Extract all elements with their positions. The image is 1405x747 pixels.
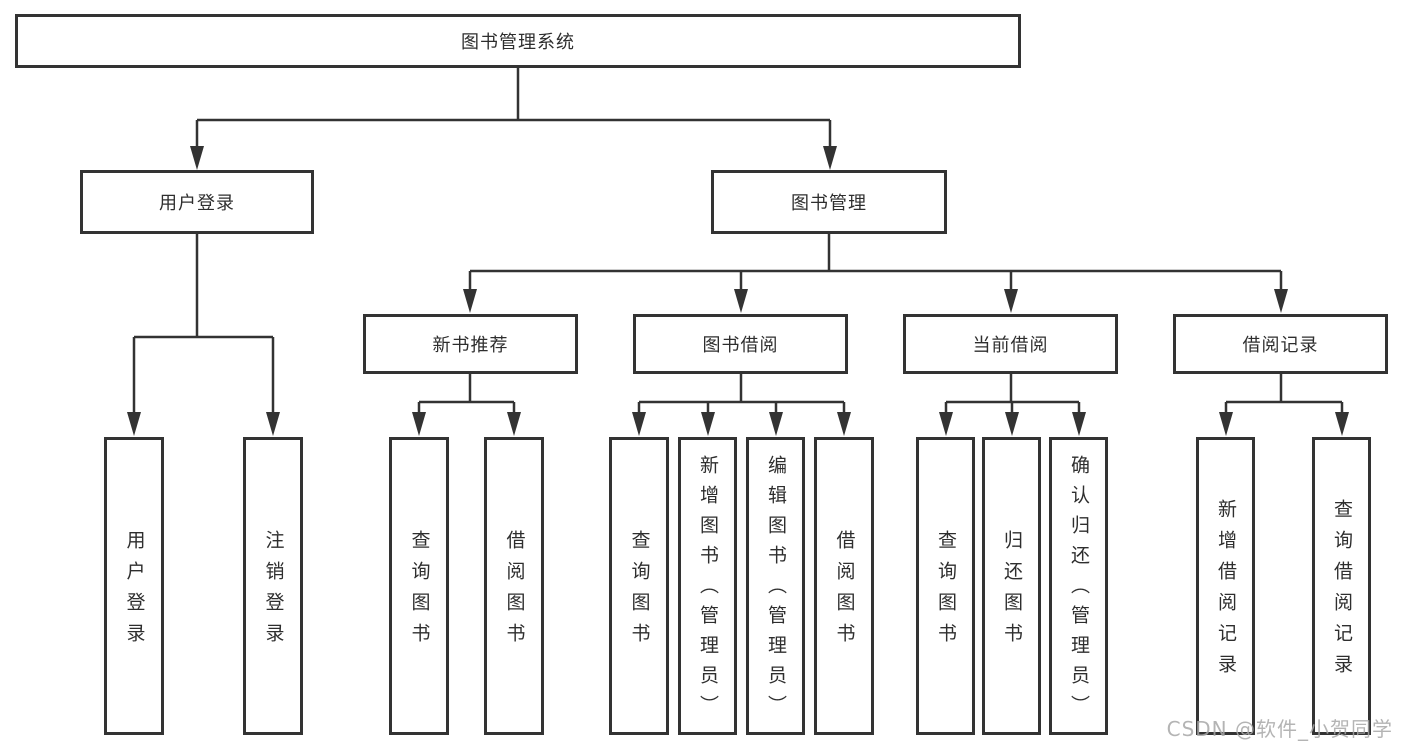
leaf-confirm-return-admin: 确认归还（管理员） <box>1049 437 1108 735</box>
node-label: 图书借阅 <box>702 335 779 356</box>
leaf-borrow-book-recommend: 借阅图书 <box>484 437 544 735</box>
node-label: 查询借阅记录 <box>1331 499 1353 685</box>
leaf-borrow-book: 借阅图书 <box>814 437 874 735</box>
connector-user-login <box>127 234 280 436</box>
node-label: 查询图书 <box>408 530 431 654</box>
node-label: 用户登录 <box>159 193 235 214</box>
watermark: CSDN @软件_小贺同学 <box>1166 717 1393 741</box>
leaf-return-book: 归还图书 <box>982 437 1041 735</box>
leaf-user-login: 用户登录 <box>104 437 164 735</box>
leaf-query-borrow-record: 查询借阅记录 <box>1312 437 1371 735</box>
node-new-book-recommend: 新书推荐 <box>363 314 578 374</box>
node-label: 借阅记录 <box>1242 335 1319 356</box>
leaf-logout: 注销登录 <box>243 437 303 735</box>
leaf-query-book-current: 查询图书 <box>916 437 975 735</box>
node-root: 图书管理系统 <box>15 14 1021 68</box>
connector-current-borrow <box>939 374 1086 436</box>
node-current-borrow: 当前借阅 <box>903 314 1118 374</box>
node-label: 新增图书（管理员） <box>697 455 719 725</box>
node-label: 借阅图书 <box>833 530 856 654</box>
leaf-add-book-admin: 新增图书（管理员） <box>678 437 737 735</box>
node-label: 当前借阅 <box>972 335 1049 356</box>
node-label: 新增借阅记录 <box>1215 499 1237 685</box>
node-label: 图书管理系统 <box>461 32 575 53</box>
node-label: 图书管理 <box>791 193 867 214</box>
node-book-borrow: 图书借阅 <box>633 314 848 374</box>
leaf-add-borrow-record: 新增借阅记录 <box>1196 437 1255 735</box>
connector-book-management <box>463 234 1288 313</box>
node-label: 新书推荐 <box>432 335 509 356</box>
node-book-management: 图书管理 <box>711 170 947 234</box>
node-label: 查询图书 <box>628 530 651 654</box>
leaf-query-book-borrow: 查询图书 <box>609 437 669 735</box>
connector-book-borrow <box>632 374 851 436</box>
node-label: 注销登录 <box>262 530 285 654</box>
node-label: 用户登录 <box>123 530 146 654</box>
connector-root <box>190 68 837 170</box>
node-label: 编辑图书（管理员） <box>765 455 787 725</box>
connector-new-book-recommend <box>412 374 521 436</box>
node-user-login: 用户登录 <box>80 170 314 234</box>
node-label: 确认归还（管理员） <box>1068 455 1090 725</box>
leaf-query-book-recommend: 查询图书 <box>389 437 449 735</box>
connector-borrow-record <box>1219 374 1349 436</box>
node-borrow-record: 借阅记录 <box>1173 314 1388 374</box>
node-label: 借阅图书 <box>503 530 526 654</box>
leaf-edit-book-admin: 编辑图书（管理员） <box>746 437 805 735</box>
node-label: 归还图书 <box>1001 530 1023 654</box>
node-label: 查询图书 <box>935 530 957 654</box>
